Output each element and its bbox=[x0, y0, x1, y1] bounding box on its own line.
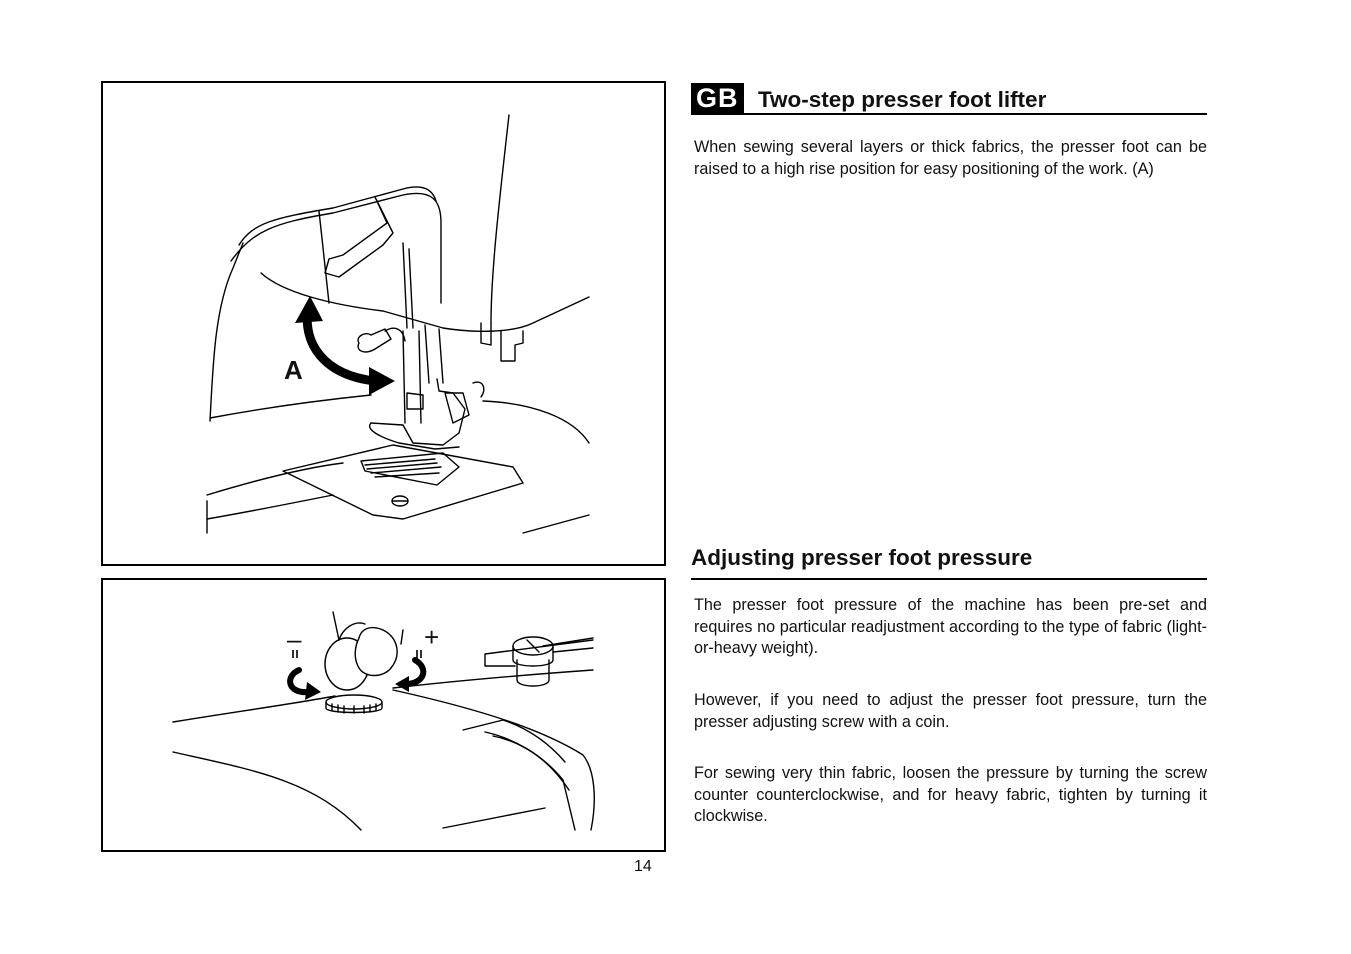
plus-sign: + bbox=[424, 622, 440, 652]
section-body-paragraph: However, if you need to adjust the press… bbox=[694, 691, 1207, 731]
figure-label-a: A bbox=[284, 355, 303, 385]
section-body-paragraph: The presser foot pressure of the machine… bbox=[694, 596, 1207, 657]
figure-presser-foot-lifter: A bbox=[101, 81, 666, 566]
figure-pressure-screw: – + bbox=[101, 578, 666, 852]
section-body-paragraph: For sewing very thin fabric, loosen the … bbox=[694, 764, 1207, 825]
machine-top-illustration bbox=[172, 611, 595, 831]
lift-arrow-icon bbox=[295, 296, 395, 395]
section-heading-presser-foot-pressure: Adjusting presser foot pressure bbox=[691, 544, 1207, 580]
minus-sign: – bbox=[287, 624, 302, 654]
section-body-paragraph: When sewing several layers or thick fabr… bbox=[694, 138, 1207, 178]
section-title: Adjusting presser foot pressure bbox=[691, 545, 1033, 570]
language-badge: GB bbox=[691, 83, 744, 113]
sewing-machine-head-illustration bbox=[206, 114, 590, 534]
rotation-arrows-icon bbox=[287, 650, 427, 700]
page-number: 14 bbox=[634, 858, 652, 875]
section-title: Two-step presser foot lifter bbox=[757, 87, 1047, 112]
section-heading-presser-foot-lifter: GB Two-step presser foot lifter bbox=[691, 83, 1207, 115]
